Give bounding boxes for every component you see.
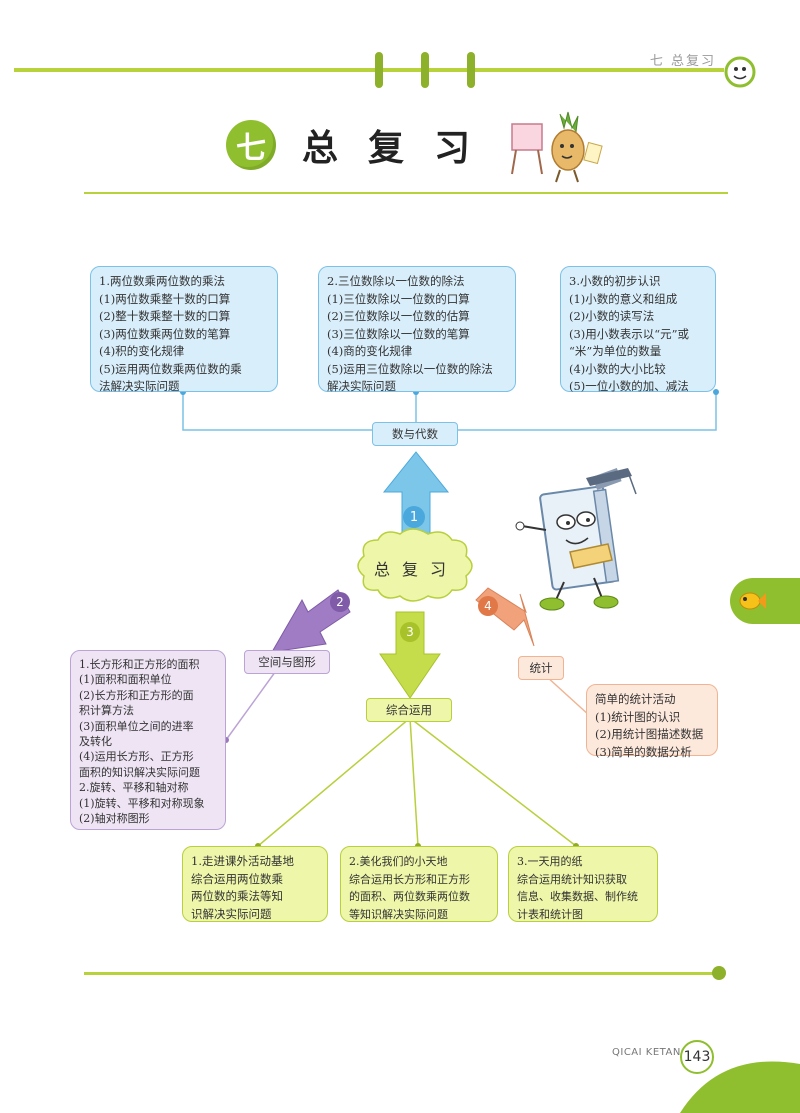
branch-number: 1 (403, 506, 425, 528)
section-label: 七 总复习 (649, 54, 716, 69)
mascot-icon (724, 56, 756, 88)
header-pin (375, 52, 383, 88)
header-pin (467, 52, 475, 88)
branch-tag-space-shape: 空间与图形 (244, 650, 330, 674)
branch-number: 4 (478, 596, 498, 616)
footer-rule-dot (712, 966, 726, 980)
header-rule (14, 68, 724, 72)
page-title: 七 总复习 (226, 120, 500, 170)
branch-tag-number-algebra: 数与代数 (372, 422, 458, 446)
topic-box-comprehensive-1: 1.走进课外活动基地 综合运用两位数乘 两位数的乘法等知 识解决实际问题 (182, 846, 328, 922)
branch-number: 3 (400, 622, 420, 642)
topic-box-statistics: 简单的统计活动 (1)统计图的认识 (2)用统计图描述数据 (3)简单的数据分析 (586, 684, 718, 759)
title-rule (84, 192, 728, 194)
branch-number: 2 (330, 592, 350, 612)
footer-corner-shape (680, 1061, 800, 1113)
footer-brand: QICAI KETANG (612, 1047, 690, 1058)
book-mascot-icon (515, 467, 637, 611)
branch-tag-comprehensive: 综合运用 (366, 698, 452, 722)
header-pin (421, 52, 429, 88)
page-number: 143 (680, 1040, 714, 1074)
branch-tag-statistics: 统计 (518, 656, 564, 680)
topic-box-comprehensive-2: 2.美化我们的小天地 综合运用长方形和正方形 的面积、两位数乘两位数 等知识解决… (340, 846, 498, 922)
center-label: 总复习 (373, 560, 458, 579)
topic-box-multiplication: 1.两位数乘两位数的乘法 (1)两位数乘整十数的口算 (2)整十数乘整十数的口算… (90, 266, 278, 393)
topic-box-space-shape: 1.长方形和正方形的面积 (1)面积和面积单位 (2)长方形和正方形的面 积计算… (70, 650, 226, 830)
title-text: 总复习 (302, 128, 501, 169)
chapter-badge: 七 (226, 120, 276, 170)
fish-icon (739, 592, 766, 610)
pineapple-painter-icon (511, 111, 603, 183)
topic-box-division: 2.三位数除以一位数的除法 (1)三位数除以一位数的口算 (2)三位数除以一位数… (318, 266, 516, 393)
topic-box-decimals: 3.小数的初步认识 (1)小数的意义和组成 (2)小数的读写法 (3)用小数表示… (560, 266, 716, 393)
footer-rule (84, 972, 720, 975)
topic-box-comprehensive-3: 3.一天用的纸 综合运用统计知识获取 信息、收集数据、制作统 计表和统计图 (508, 846, 658, 922)
